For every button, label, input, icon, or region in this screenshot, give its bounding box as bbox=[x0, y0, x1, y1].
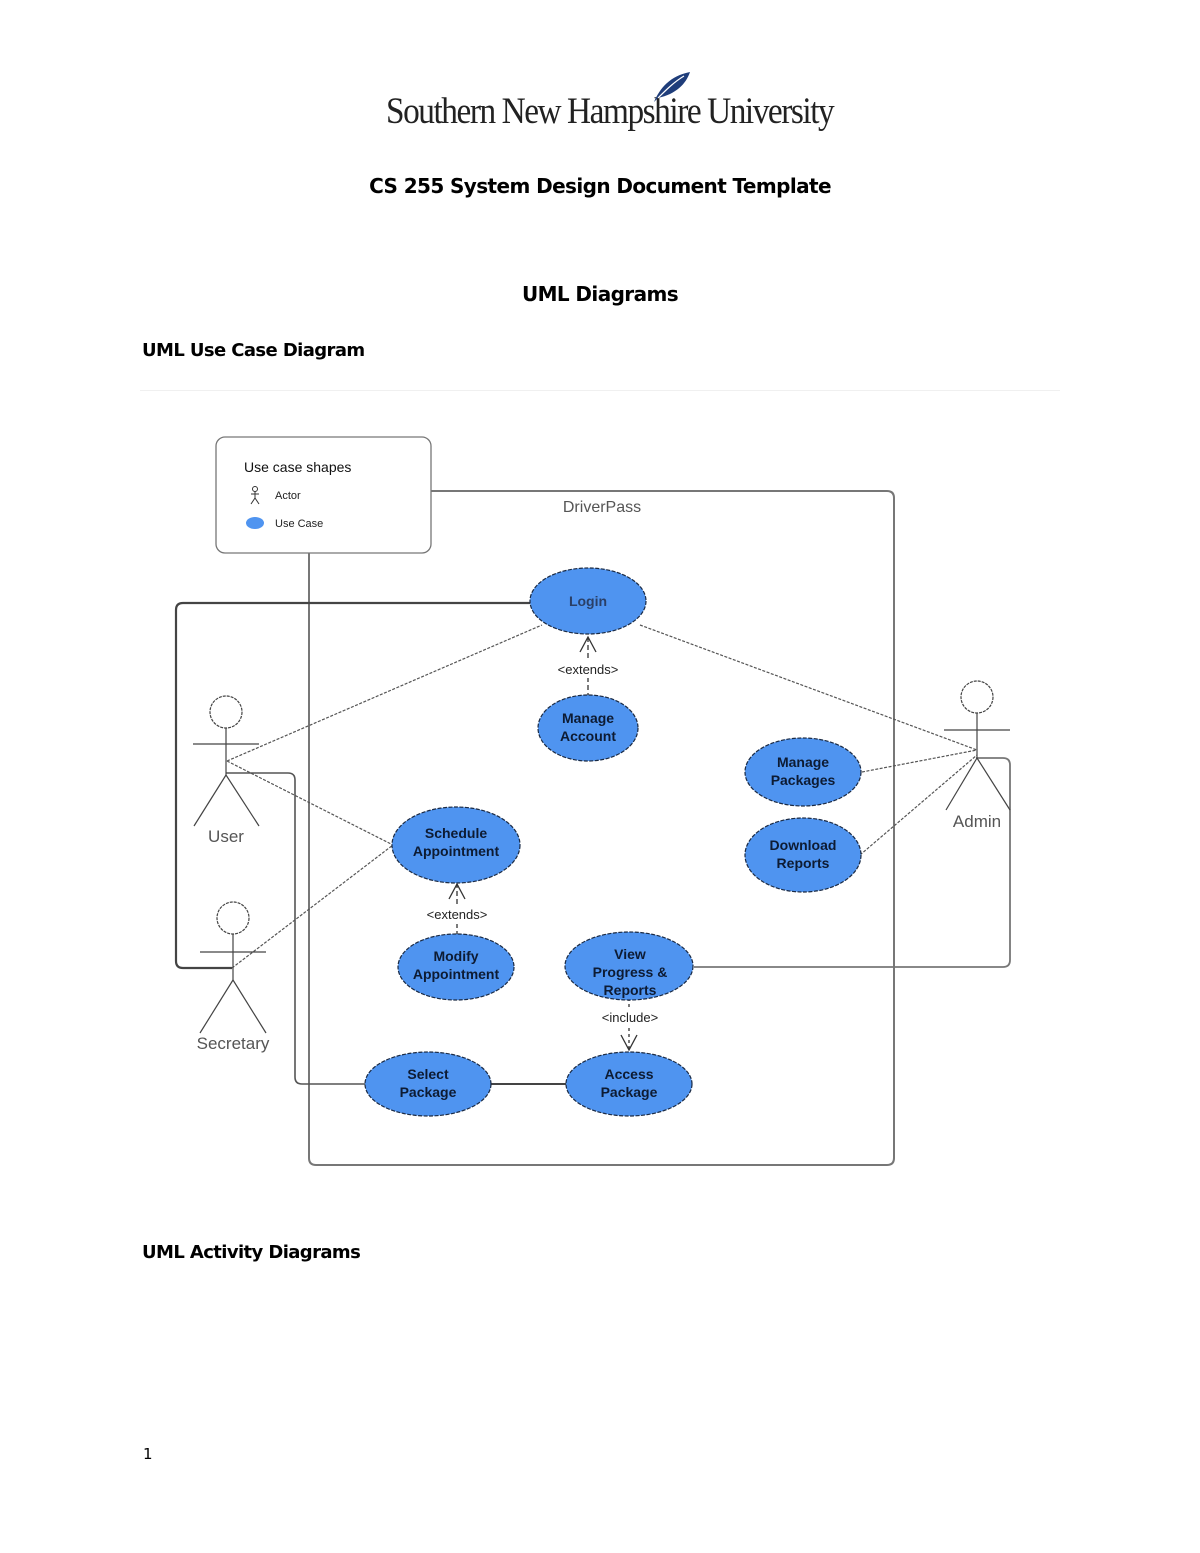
legend-use-case-label: Use Case bbox=[275, 518, 323, 530]
use-case-heading: UML Use Case Diagram bbox=[142, 340, 365, 361]
use-case-label: Packages bbox=[771, 772, 836, 788]
logo-wordmark: Southern New Hampshire University bbox=[386, 91, 835, 132]
page-number: 1 bbox=[143, 1445, 153, 1463]
include-label: <include> bbox=[602, 1010, 658, 1025]
system-boundary bbox=[308, 490, 895, 1166]
system-name: DriverPass bbox=[563, 499, 641, 516]
use-case-label: Appointment bbox=[413, 843, 500, 859]
use-case-view-progress[interactable] bbox=[564, 931, 694, 1001]
use-case-access-package[interactable] bbox=[565, 1051, 693, 1117]
associations bbox=[226, 624, 978, 969]
legend-actor-icon bbox=[250, 486, 260, 505]
arrowhead-schedule bbox=[448, 882, 466, 900]
assoc-secretary-schedule bbox=[231, 844, 394, 969]
connector-login-left-box bbox=[174, 601, 530, 970]
use-case-label: Modify bbox=[433, 948, 478, 964]
use-case-label: Package bbox=[601, 1084, 658, 1100]
assoc-user-login bbox=[226, 624, 543, 762]
use-case-label: Reports bbox=[604, 982, 657, 998]
arrowhead-include bbox=[620, 1034, 638, 1052]
feather-icon bbox=[654, 72, 690, 102]
university-logo: Southern New Hampshire University bbox=[386, 70, 835, 140]
use-case-label: Manage bbox=[562, 710, 614, 726]
assoc-login-admin bbox=[639, 624, 978, 751]
arrowhead-login bbox=[579, 635, 597, 653]
use-case-select-package[interactable] bbox=[364, 1051, 492, 1117]
use-case-label: Download bbox=[770, 837, 837, 853]
extends-label-login: <extends> bbox=[558, 662, 619, 677]
actor-label-user: User bbox=[208, 827, 244, 846]
section-title: UML Diagrams bbox=[521, 282, 679, 306]
actor-user[interactable] bbox=[193, 695, 260, 827]
connector-view-progress-admin bbox=[694, 757, 1011, 968]
legend-title: Use case shapes bbox=[244, 459, 351, 475]
use-case-label: Account bbox=[560, 728, 616, 744]
legend-box bbox=[215, 436, 432, 554]
legend-actor-label: Actor bbox=[275, 490, 301, 502]
use-case-label: Progress & bbox=[593, 964, 668, 980]
use-case-schedule-appointment[interactable] bbox=[391, 806, 521, 884]
assoc-user-schedule bbox=[226, 760, 394, 846]
use-case-manage-packages[interactable] bbox=[744, 737, 862, 807]
assoc-download-reports-admin bbox=[859, 754, 978, 856]
actor-label-admin: Admin bbox=[953, 812, 1001, 831]
use-case-label: View bbox=[614, 946, 646, 962]
divider bbox=[140, 390, 1060, 391]
document-title: CS 255 System Design Document Template bbox=[369, 174, 831, 198]
use-case-label: Package bbox=[400, 1084, 457, 1100]
actor-head bbox=[960, 680, 994, 714]
use-case-download-reports[interactable] bbox=[744, 817, 862, 893]
actor-head bbox=[216, 901, 250, 935]
use-case-label: Appointment bbox=[413, 966, 500, 982]
use-case-label: Schedule bbox=[425, 825, 487, 841]
actor-head bbox=[209, 695, 243, 729]
use-case-label: Reports bbox=[777, 855, 830, 871]
connector-user-select-package bbox=[226, 772, 366, 1085]
actor-admin[interactable] bbox=[944, 680, 1011, 811]
use-case-modify-appointment[interactable] bbox=[397, 933, 515, 1001]
use-case-manage-account[interactable] bbox=[537, 694, 639, 762]
assoc-manage-packages-admin bbox=[861, 749, 978, 773]
use-case-label: Select bbox=[407, 1066, 449, 1082]
use-case-label: Manage bbox=[777, 754, 829, 770]
actor-secretary[interactable] bbox=[199, 901, 267, 1034]
extends-label-schedule: <extends> bbox=[427, 907, 488, 922]
activity-heading: UML Activity Diagrams bbox=[142, 1242, 361, 1263]
use-case-login[interactable] bbox=[529, 567, 647, 635]
actor-label-secretary: Secretary bbox=[197, 1034, 270, 1053]
use-case-label-login: Login bbox=[569, 593, 607, 609]
use-case-label: Access bbox=[604, 1066, 653, 1082]
legend-use-case-icon bbox=[246, 517, 264, 529]
